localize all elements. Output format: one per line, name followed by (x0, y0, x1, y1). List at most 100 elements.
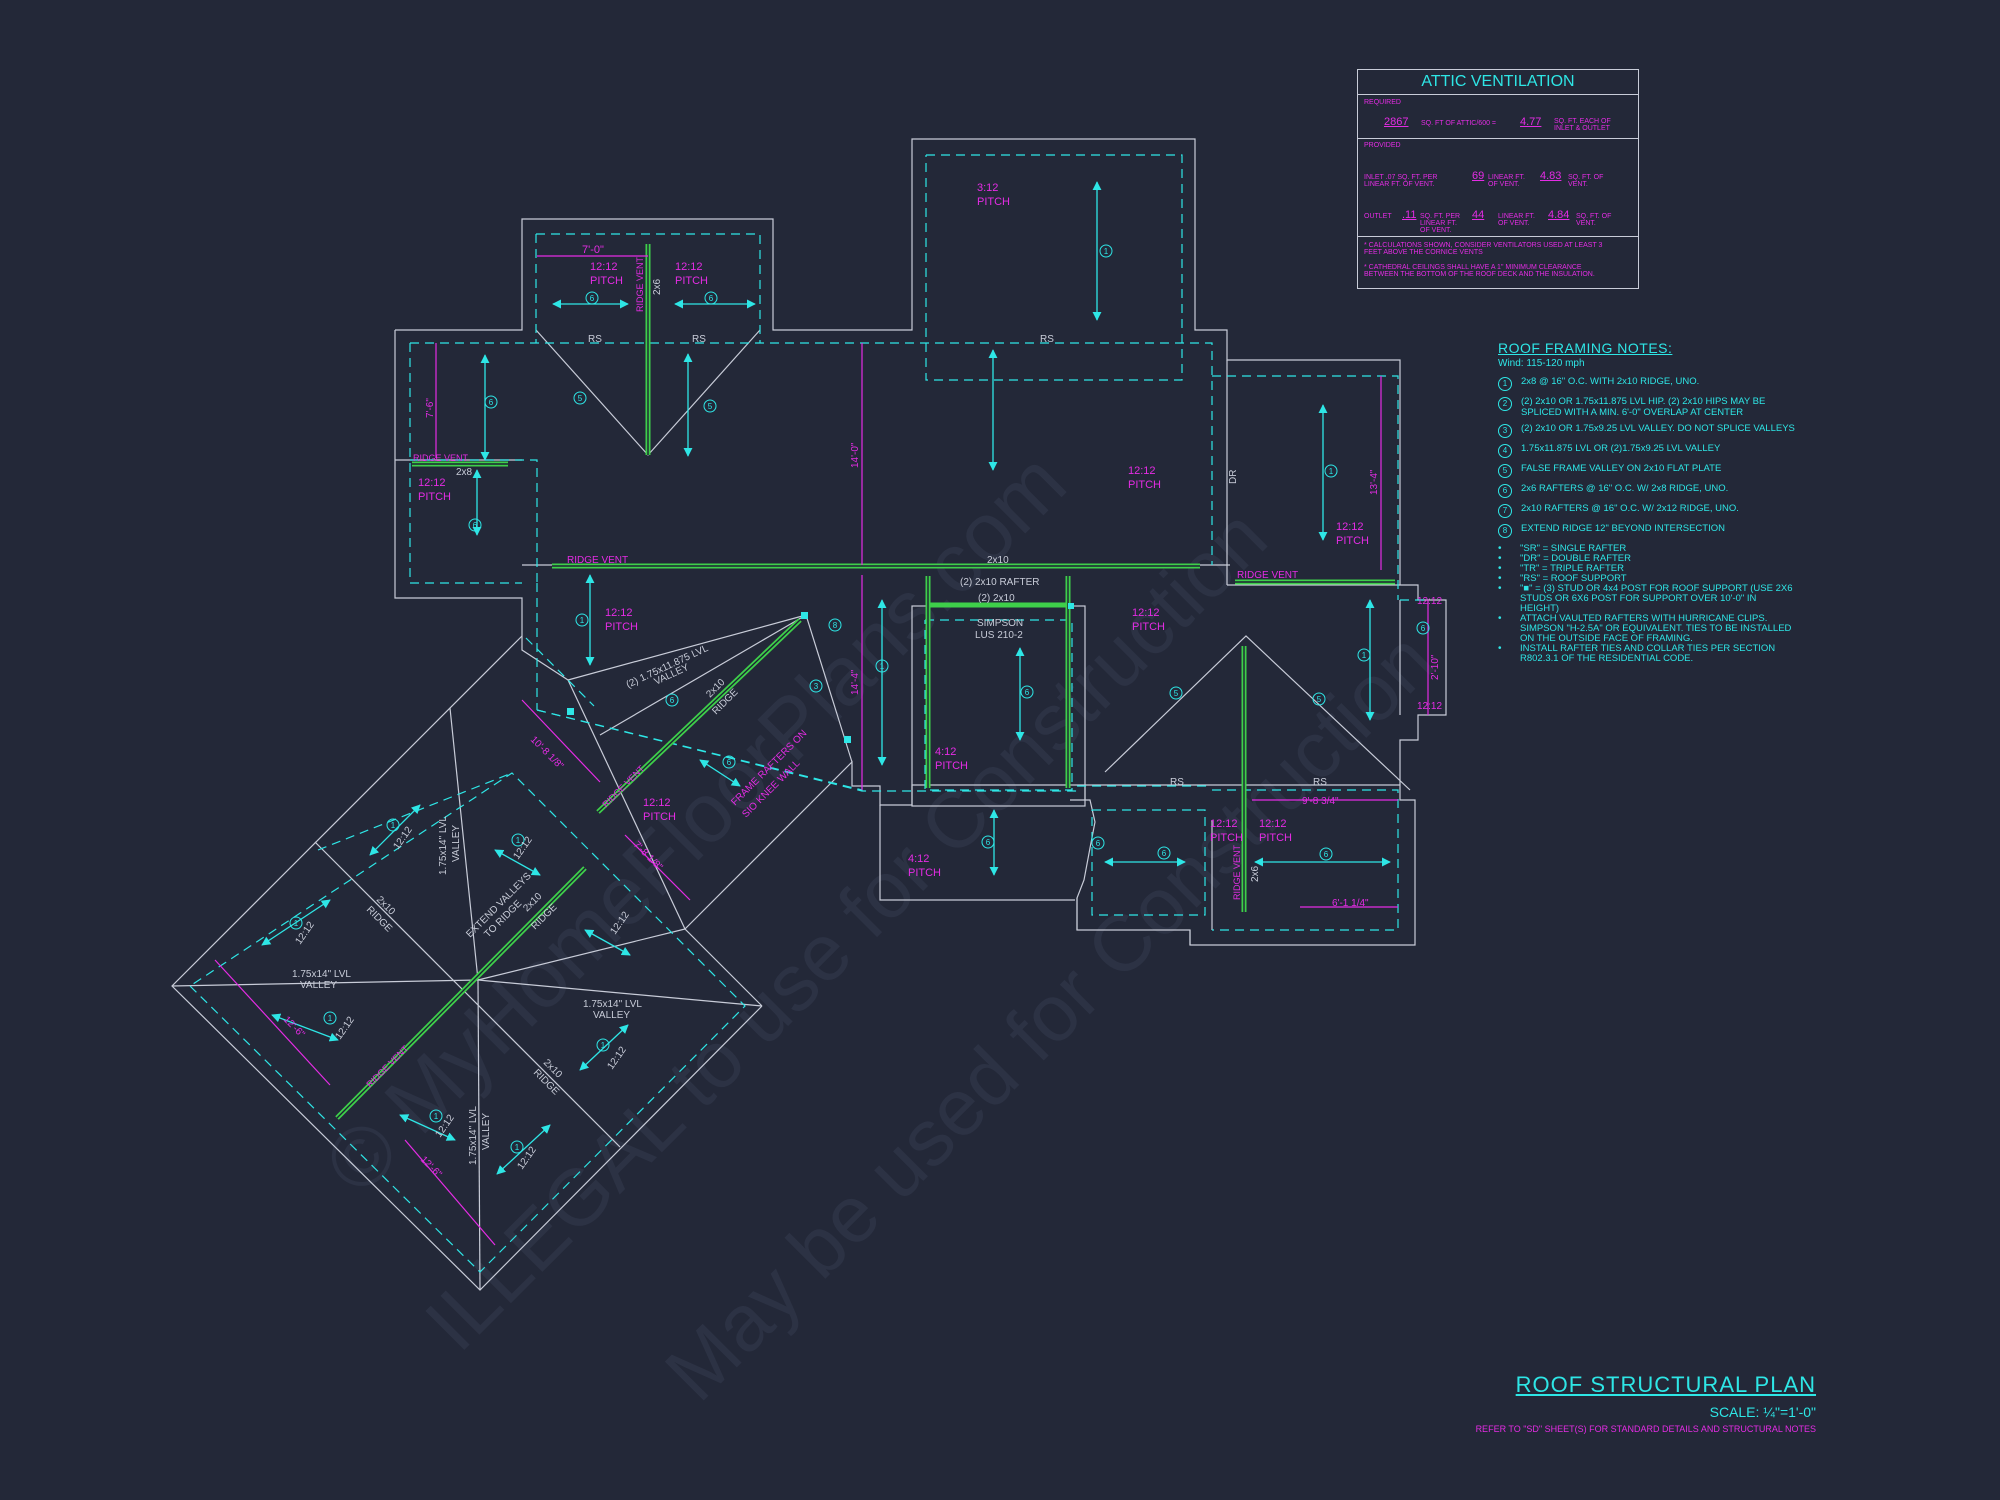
framing-note-bullet: •"TR" = TRIPLE RAFTER (1498, 563, 1624, 574)
bullet-text: INSTALL RAFTER TIES AND COLLAR TIES PER … (1520, 643, 1776, 664)
note-number: 1 (1104, 247, 1109, 256)
pitch-label: PITCH (643, 811, 676, 823)
pitch-label: 12:12 (418, 477, 446, 489)
required-vent-unit: SQ. FT. EACH OF INLET & OUTLET (1554, 118, 1611, 132)
note-number: 6 (670, 696, 675, 705)
pitch-label: 12:12 (590, 261, 618, 273)
note-number: 3 (814, 682, 819, 691)
note-number: 6 (1324, 850, 1329, 859)
inlet-text: INLET .07 SQ. FT. PER LINEAR FT. OF VENT… (1364, 174, 1438, 188)
outlet-rate-unit: SQ. FT. PER LINEAR FT. OF VENT. (1420, 213, 1461, 234)
valley-label: 1.75x14" LVL (292, 969, 351, 980)
outlet-linear-feet-unit: LINEAR FT. OF VENT. (1498, 213, 1535, 227)
valley-label: 1.75x14" LVL (438, 816, 449, 875)
valley-label: 1.75x14" LVL (583, 999, 642, 1010)
inlet-linear-feet-unit: LINEAR FT. OF VENT. (1488, 174, 1525, 188)
note-number: 1 (391, 821, 396, 830)
outlet-linear-feet: 44 (1472, 209, 1485, 221)
note-number: 6 (473, 521, 478, 530)
note-number: 1 (601, 1041, 606, 1050)
reference-note: REFER TO "SD" SHEET(S) FOR STANDARD DETA… (1475, 1424, 1816, 1434)
outlet-label: OUTLET (1364, 213, 1392, 220)
pitch-label: 12:12 (675, 261, 703, 273)
note-number: 6 (1096, 839, 1101, 848)
note-text: EXTEND RIDGE 12" BEYOND INTERSECTION (1521, 523, 1725, 534)
pitch-label: PITCH (418, 491, 451, 503)
pitch-label: 12:12 (608, 910, 632, 937)
framing-note-bullet: •"RS" = ROOF SUPPORT (1498, 573, 1627, 584)
note-number: 6 (709, 294, 714, 303)
pitch-label: 12:12 (643, 797, 671, 809)
pitch-label: 12:12 (1259, 818, 1287, 830)
note-number: 1 (880, 662, 885, 671)
ventilation-note-2: * CATHEDRAL CEILINGS SHALL HAVE A 1" MIN… (1364, 264, 1595, 278)
valley-label: (2) 1.75x11.875 LVL (625, 643, 711, 691)
framing-note-item: 8 EXTEND RIDGE 12" BEYOND INTERSECTION (1498, 523, 1798, 538)
pitch-label: 12:12 (1132, 607, 1160, 619)
note-number: 6 (986, 838, 991, 847)
note-number: 3 (1498, 424, 1512, 438)
framing-notes-title: ROOF FRAMING NOTES: (1498, 340, 1673, 356)
note-number: 6 (727, 758, 732, 767)
required-area-unit: SQ. FT OF ATTIC/600 = (1421, 120, 1497, 127)
note-text: (2) 2x10 OR 1.75x9.25 LVL VALLEY. DO NOT… (1521, 423, 1795, 434)
note-text: (2) 2x10 OR 1.75x11.875 LVL HIP. (2) 2x1… (1521, 396, 1766, 418)
pitch-label: PITCH (675, 275, 708, 287)
ridge-vent-label: RIDGE VENT (600, 763, 646, 809)
provided-label: PROVIDED (1364, 142, 1401, 149)
note-number: 1 (1329, 467, 1334, 476)
pitch-label: PITCH (590, 275, 623, 287)
pitch-label: 12:12 (605, 607, 633, 619)
bullet-text: "■" = (3) STUD OR 4x4 POST FOR ROOF SUPP… (1520, 583, 1793, 614)
pitch-label: 12:12 (1128, 465, 1156, 477)
bullet-text: "SR" = SINGLE RAFTER (1520, 543, 1627, 554)
framing-note-bullet: •"DR" = DOUBLE RAFTER (1498, 553, 1631, 564)
note-text: 1.75x11.875 LVL OR (2)1.75x9.25 LVL VALL… (1521, 443, 1721, 454)
valley-label: 1.75x14" LVL (468, 1106, 479, 1165)
joist-label: (2) 2x10 (978, 593, 1015, 604)
inlet-linear-feet: 69 (1472, 170, 1485, 182)
ventilation-note-1: * CALCULATIONS SHOWN, CONSIDER VENTILATO… (1364, 242, 1603, 256)
note-number: 1 (580, 616, 585, 625)
pitch-label: PITCH (908, 867, 941, 879)
note-text: 2x6 RAFTERS @ 16" O.C. W/ 2x8 RIDGE, UNO… (1521, 483, 1729, 494)
ridge-members (335, 244, 1395, 1120)
bullet-text: ATTACH VAULTED RAFTERS WITH HURRICANE CL… (1520, 613, 1792, 644)
framing-note-bullet: •ATTACH VAULTED RAFTERS WITH HURRICANE C… (1498, 614, 1798, 644)
dimension-text: 6'-1 1/4" (1332, 898, 1369, 909)
pitch-label: PITCH (1128, 479, 1161, 491)
pitch-label: PITCH (1132, 621, 1165, 633)
valley-label: VALLEY (300, 980, 337, 991)
note-number: 1 (515, 1143, 520, 1152)
note-number: 6 (1498, 484, 1512, 498)
hanger-label: SIMPSON (977, 618, 1023, 629)
dimension-text: 9'-8 3/4" (1302, 796, 1339, 807)
note-text: 2x10 RAFTERS @ 16" O.C. W/ 2x12 RIDGE, U… (1521, 503, 1739, 514)
ridge-size-label: 2x6 (1250, 865, 1261, 882)
note-number: 1 (328, 1014, 333, 1023)
ridge-size-label: 2x6 (652, 278, 663, 295)
note-number: 8 (1498, 524, 1512, 538)
roof-support-label: RS (692, 334, 706, 345)
ridge-vent-label: RIDGE VENT (1237, 570, 1298, 581)
dimension-text: 13'-4" (1369, 469, 1380, 495)
required-area: 2867 (1384, 116, 1409, 128)
pitch-label: PITCH (1336, 535, 1369, 547)
pitch-label: 12:12 (1336, 521, 1364, 533)
inlet-area: 4.83 (1540, 170, 1562, 182)
note-number: 6 (1421, 624, 1426, 633)
pitch-label: 4:12 (908, 853, 929, 865)
note-number: 6 (489, 398, 494, 407)
note-number: 5 (708, 402, 713, 411)
drawing-title-block: ROOF STRUCTURAL PLAN SCALE: ¼"=1'-0" REF… (1476, 1372, 1816, 1434)
rafter-label: (2) 2x10 RAFTER (960, 577, 1039, 588)
attic-ventilation-title: ATTIC VENTILATION (1358, 70, 1638, 95)
dimension-text: 12'-6" (418, 1154, 444, 1180)
pitch-label: 12:12 (1417, 596, 1442, 607)
bullet-text: "DR" = DOUBLE RAFTER (1520, 553, 1631, 564)
note-number: 7 (1498, 504, 1512, 518)
framing-note-bullet: •INSTALL RAFTER TIES AND COLLAR TIES PER… (1498, 644, 1798, 664)
roof-support-posts (567, 603, 1074, 743)
